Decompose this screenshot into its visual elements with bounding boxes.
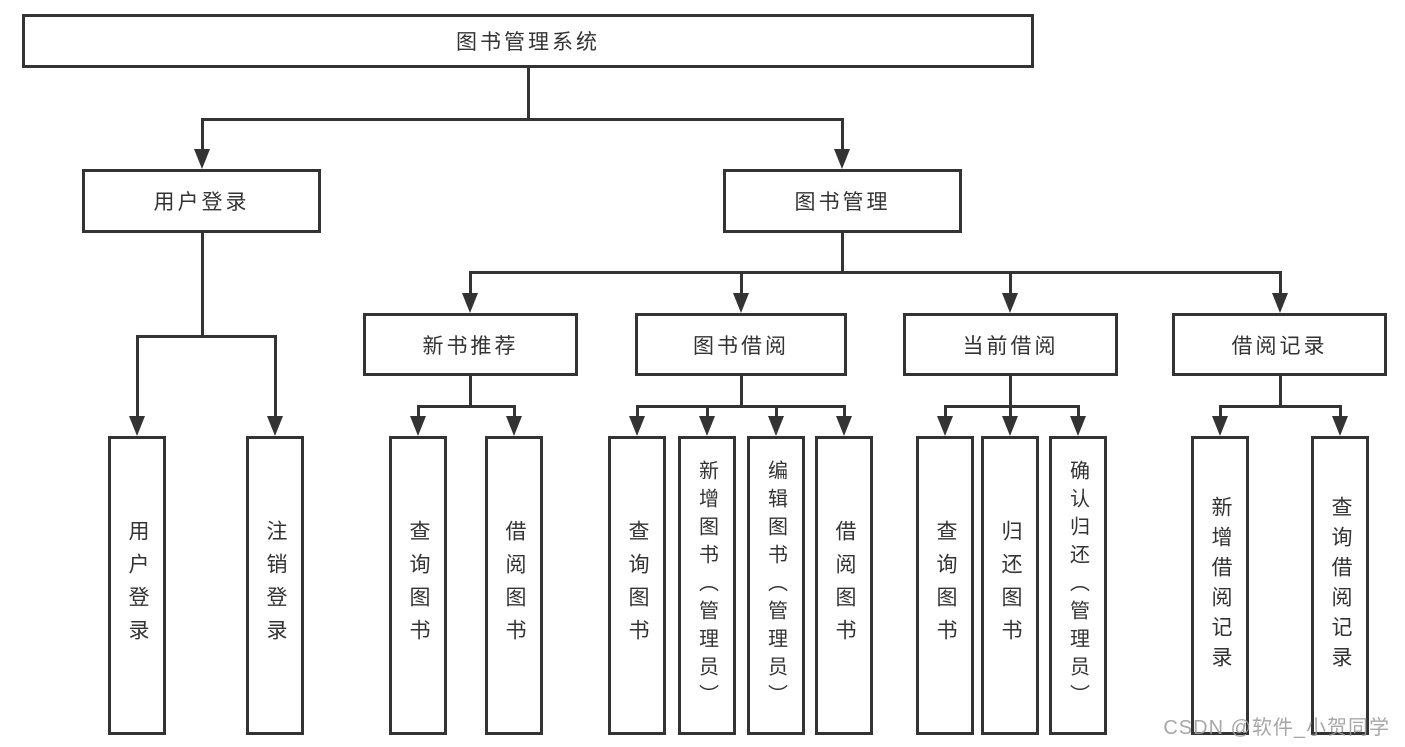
arrowhead-down-icon — [462, 293, 478, 313]
leaf-label: 新增借阅记录 — [1209, 495, 1232, 676]
leaf-records-add-record: 新增借阅记录 — [1191, 436, 1249, 735]
arrowhead-down-icon — [1002, 293, 1018, 313]
leaf-label: 归还图书 — [999, 519, 1022, 652]
arrowhead-down-icon — [194, 149, 210, 169]
leaf-borrow-add-books-admin: 新增图书（管理员） — [678, 436, 736, 735]
leaf-current-confirm-return-admin: 确认归还（管理员） — [1049, 436, 1107, 735]
connector-drop — [416, 405, 420, 421]
connector-new-book-stem — [469, 376, 472, 405]
connector-drop-user-login — [200, 118, 204, 152]
leaf-current-query-books: 查询图书 — [916, 436, 974, 735]
arrowhead-down-icon — [733, 293, 749, 313]
connector-drop-leaf-logout — [273, 335, 277, 419]
arrowhead-down-icon — [836, 416, 852, 436]
connector-drop — [512, 405, 516, 421]
arrowhead-down-icon — [506, 416, 522, 436]
leaf-label: 查询图书 — [407, 519, 430, 652]
arrowhead-down-icon — [768, 416, 784, 436]
connector-drop-book-management — [840, 118, 844, 152]
arrowhead-down-icon — [1272, 293, 1288, 313]
connector-book-borrow-bar — [635, 405, 845, 408]
connector-drop — [1076, 405, 1080, 421]
connector-drop-book-borrow — [739, 271, 743, 297]
node-borrow-records: 借阅记录 — [1172, 313, 1387, 376]
connector-new-book-bar — [416, 405, 516, 408]
connector-user-login-bar — [135, 335, 277, 338]
leaf-borrow-query-books: 查询图书 — [608, 436, 666, 735]
connector-drop — [1338, 405, 1342, 421]
node-book-borrow: 图书借阅 — [635, 313, 847, 376]
connector-borrow-records-stem — [1278, 376, 1282, 405]
node-root-label: 图书管理系统 — [456, 31, 600, 54]
leaf-label: 借阅图书 — [833, 519, 856, 652]
leaf-borrow-borrow-books: 借阅图书 — [815, 436, 873, 735]
node-current-borrow: 当前借阅 — [903, 313, 1118, 376]
connector-drop — [774, 405, 778, 421]
leaf-records-query-record: 查询借阅记录 — [1311, 436, 1369, 735]
node-new-book-recommend: 新书推荐 — [363, 313, 578, 376]
node-book-management: 图书管理 — [723, 169, 962, 233]
node-user-login: 用户登录 — [82, 169, 321, 233]
arrowhead-down-icon — [699, 416, 715, 436]
connector-user-login-stem — [200, 233, 204, 335]
connector-drop — [1218, 405, 1222, 421]
connector-drop — [705, 405, 709, 421]
arrowhead-down-icon — [834, 149, 850, 169]
leaf-label: 确认归还（管理员） — [1066, 459, 1089, 712]
arrowhead-down-icon — [629, 416, 645, 436]
connector-level3-bar — [468, 271, 1282, 274]
connector-drop — [635, 405, 639, 421]
node-new-book-recommend-label: 新书推荐 — [422, 334, 519, 358]
leaf-label: 用户登录 — [126, 519, 149, 652]
arrowhead-down-icon — [267, 416, 283, 436]
leaf-label: 注销登录 — [264, 519, 287, 652]
connector-root-stem — [526, 68, 530, 118]
connector-borrow-records-bar — [1218, 405, 1342, 408]
arrowhead-down-icon — [1212, 416, 1228, 436]
connector-current-borrow-stem — [1008, 376, 1012, 405]
arrowhead-down-icon — [410, 416, 426, 436]
leaf-borrow-edit-books-admin: 编辑图书（管理员） — [747, 436, 805, 735]
csdn-watermark: CSDN @软件_小贺同学 — [1163, 717, 1390, 739]
leaf-label: 新增图书（管理员） — [695, 459, 718, 712]
leaf-recommend-query-books: 查询图书 — [389, 436, 447, 735]
node-borrow-records-label: 借阅记录 — [1231, 334, 1328, 358]
leaf-label: 借阅图书 — [503, 519, 526, 652]
leaf-label: 查询借阅记录 — [1329, 495, 1352, 676]
arrowhead-down-icon — [129, 416, 145, 436]
connector-drop — [1008, 405, 1012, 421]
leaf-recommend-borrow-books: 借阅图书 — [485, 436, 543, 735]
leaf-logout: 注销登录 — [246, 436, 304, 735]
node-book-borrow-label: 图书借阅 — [693, 334, 789, 358]
connector-book-borrow-stem — [739, 376, 743, 405]
leaf-current-return-books: 归还图书 — [981, 436, 1039, 735]
node-root: 图书管理系统 — [22, 14, 1034, 68]
connector-drop-borrow-records — [1278, 271, 1282, 297]
connector-drop-new-book — [468, 271, 472, 297]
connector-drop-leaf-login — [135, 335, 139, 419]
connector-drop — [842, 405, 846, 421]
connector-drop — [943, 405, 947, 421]
arrowhead-down-icon — [1332, 416, 1348, 436]
arrowhead-down-icon — [1070, 416, 1086, 436]
arrowhead-down-icon — [1002, 416, 1018, 436]
node-user-login-label: 用户登录 — [153, 191, 250, 214]
connector-book-management-stem — [840, 233, 844, 271]
leaf-label: 编辑图书（管理员） — [764, 459, 787, 712]
connector-level2-bar — [200, 118, 843, 121]
leaf-user-login: 用户登录 — [108, 436, 166, 735]
arrowhead-down-icon — [937, 416, 953, 436]
leaf-label: 查询图书 — [934, 519, 957, 652]
leaf-label: 查询图书 — [626, 519, 649, 652]
node-book-management-label: 图书管理 — [794, 191, 891, 214]
connector-drop-current-borrow — [1008, 271, 1012, 297]
node-current-borrow-label: 当前借阅 — [962, 334, 1059, 358]
